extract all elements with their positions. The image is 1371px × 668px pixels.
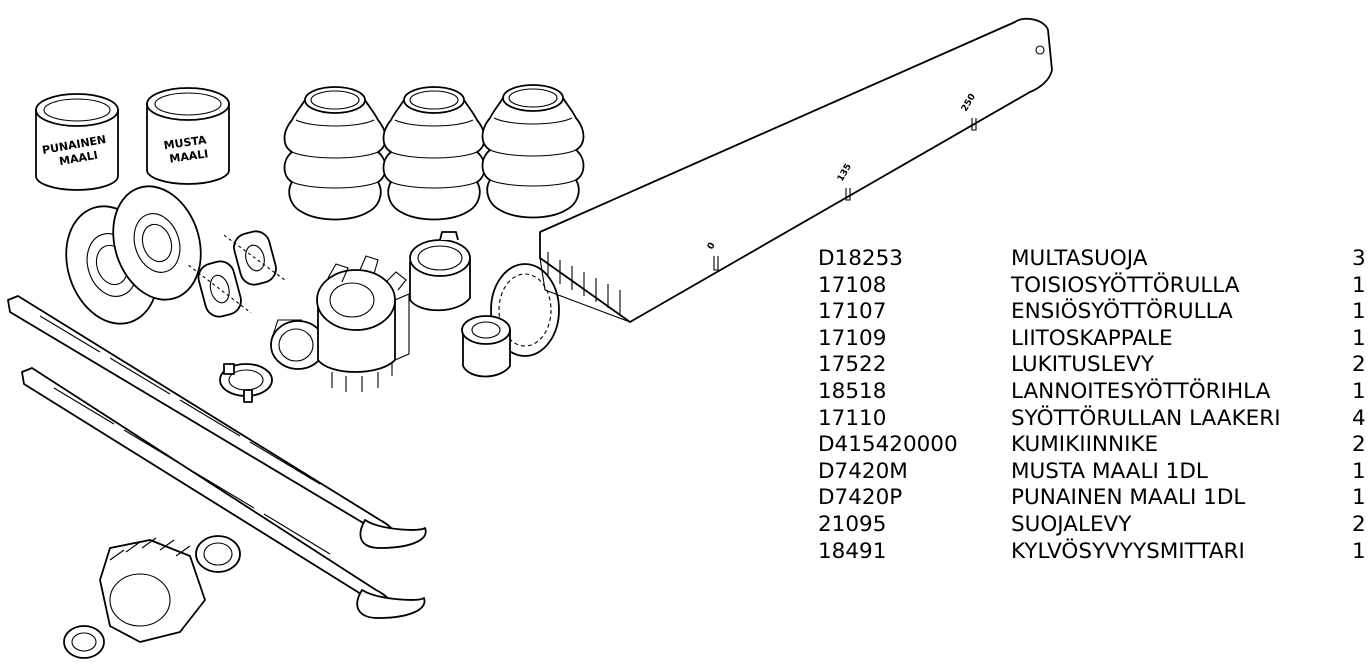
primary-feed-roller [317, 256, 409, 392]
part-code: 18518 [818, 378, 887, 404]
parts-list-row: D18253 MULTASUOJA 3 [818, 246, 1371, 273]
part-code: 18491 [818, 538, 887, 564]
part-code: 17107 [818, 299, 887, 325]
part-name: KUMIKIINNIKE [1011, 432, 1159, 458]
part-code: 17108 [818, 272, 887, 298]
part-name: TOISIOSYÖTTÖRULLA [1011, 272, 1240, 298]
part-qty: 2 [1352, 511, 1366, 537]
part-name: KYLVÖSYVYYSMITTARI [1011, 538, 1245, 564]
depth-gauge: 0 135 250 [540, 19, 1052, 322]
parts-list-row: 17108 TOISIOSYÖTTÖRULLA 1 [818, 273, 1371, 300]
part-name: SUOJALEVY [1011, 511, 1132, 537]
soil-guard-3 [483, 85, 584, 218]
parts-list-row: D7420M MUSTA MAALI 1DL 1 [818, 459, 1371, 486]
joint-piece [271, 320, 325, 369]
gauge-mark-0: 0 [706, 241, 718, 251]
part-code: 17109 [818, 325, 887, 351]
red-paint-can: PUNAINEN MAALI [36, 94, 118, 190]
black-can-label-1: MUSTA [163, 133, 208, 152]
parts-list-row: D415420000 KUMIKIINNIKE 2 [818, 432, 1371, 459]
black-can-label-2: MAALI [169, 147, 210, 165]
part-qty: 1 [1352, 272, 1366, 298]
part-code: D18253 [818, 246, 903, 271]
svg-text:MUSTA MAALI: MUSTA MAALI [163, 133, 213, 166]
part-code: D7420P [818, 485, 903, 511]
soil-guard-1 [285, 87, 386, 220]
sprocket-shaft [462, 264, 559, 377]
part-qty: 4 [1352, 405, 1366, 431]
parts-list-row: 17109 LIITOSKAPPALE 1 [818, 326, 1371, 353]
parts-list-row: 18518 LANNOITESYÖTTÖRIHLA 1 [818, 379, 1371, 406]
part-qty: 1 [1352, 538, 1366, 564]
part-name: LUKITUSLEVY [1011, 352, 1155, 378]
part-qty: 2 [1352, 352, 1366, 378]
parts-list-row: 17522 LUKITUSLEVY 2 [818, 352, 1371, 379]
part-code: 21095 [818, 511, 887, 537]
parts-list-row: 21095 SUOJALEVY 2 [818, 512, 1371, 539]
parts-list: D18253 MULTASUOJA 3 17108 TOISIOSYÖTTÖRU… [818, 246, 1371, 565]
part-name: LANNOITESYÖTTÖRIHLA [1011, 378, 1271, 404]
part-name: SYÖTTÖRULLAN LAAKERI [1011, 405, 1281, 431]
part-name: LIITOSKAPPALE [1011, 325, 1173, 351]
part-name: PUNAINEN MAALI 1DL [1011, 485, 1246, 511]
part-code: 17522 [818, 352, 887, 378]
parts-list-row: 17110 SYÖTTÖRULLAN LAAKERI 4 [818, 406, 1371, 433]
fertiliser-feed-rail-2 [22, 368, 425, 618]
cover-plates [52, 175, 215, 336]
part-code: D415420000 [818, 432, 958, 458]
parts-list-row: 18491 KYLVÖSYVYYSMITTARI 1 [818, 539, 1371, 566]
soil-guard-2 [384, 87, 485, 220]
part-qty: 1 [1352, 378, 1366, 404]
part-name: MULTASUOJA [1011, 246, 1148, 271]
parts-list-row: D7420P PUNAINEN MAALI 1DL 1 [818, 485, 1371, 512]
parts-list-row: 17107 ENSIÖSYÖTTÖRULLA 1 [818, 299, 1371, 326]
part-qty: 1 [1352, 458, 1366, 484]
part-qty: 1 [1352, 325, 1366, 351]
soil-guard-bellows [285, 85, 584, 220]
secondary-feed-roller [410, 232, 470, 310]
part-qty: 1 [1352, 485, 1366, 511]
locking-plates [189, 223, 286, 325]
part-qty: 2 [1352, 432, 1366, 458]
lower-roller-assembly [64, 536, 240, 658]
part-name: MUSTA MAALI 1DL [1011, 458, 1208, 484]
black-paint-can: MUSTA MAALI [147, 88, 229, 184]
part-qty: 1 [1352, 299, 1366, 325]
part-qty: 3 [1352, 246, 1366, 271]
part-code: D7420M [818, 458, 908, 484]
part-code: 17110 [818, 405, 887, 431]
fertiliser-feed-rail-1 [8, 296, 426, 548]
bearing-clip [220, 364, 272, 402]
part-name: ENSIÖSYÖTTÖRULLA [1011, 299, 1233, 325]
